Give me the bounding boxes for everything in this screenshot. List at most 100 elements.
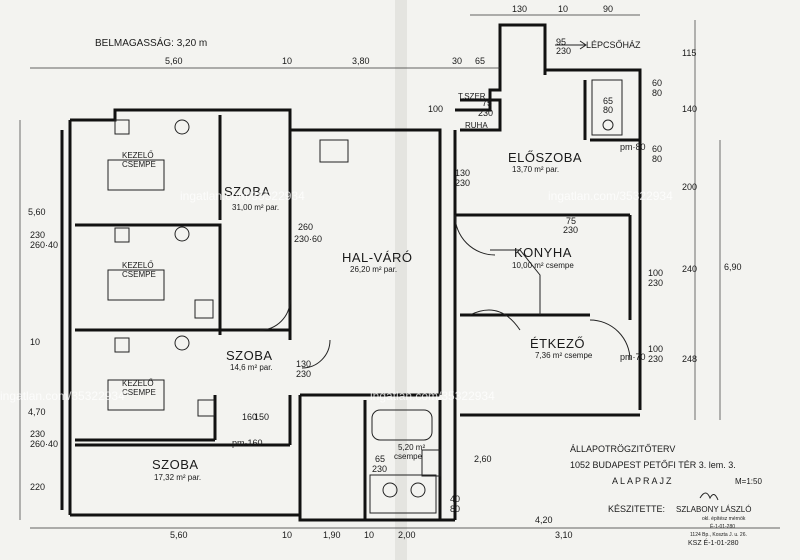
dim-bot-190: 1,90 bbox=[323, 530, 341, 540]
csempe-label-1: CSEMPE bbox=[122, 160, 156, 169]
room-name-etkezo: ÉTKEZŐ bbox=[530, 336, 585, 351]
room-area-etkezo: 7,36 m² csempe bbox=[535, 351, 593, 360]
dim-95: 95 bbox=[556, 37, 566, 47]
title-line-3: ALAPRAJZ bbox=[612, 476, 674, 486]
dim-65: 65 bbox=[603, 96, 613, 106]
dim-left-230b: 230 bbox=[30, 429, 45, 439]
csempe-label-2: CSEMPE bbox=[122, 270, 156, 279]
dim-60-a: 60 bbox=[652, 78, 662, 88]
dim-pm-80: pm·80 bbox=[620, 142, 646, 152]
dim-230-b: 230 bbox=[478, 108, 493, 118]
dim-100: 100 bbox=[428, 104, 443, 114]
room-name-konyha: KONYHA bbox=[514, 245, 572, 260]
dim-80-a: 80 bbox=[652, 88, 662, 98]
room-finish-furdo: csempe bbox=[394, 452, 423, 461]
dim-top-380: 3,80 bbox=[352, 56, 370, 66]
dim-left-260b: 260·40 bbox=[30, 439, 58, 449]
dimension-lines bbox=[19, 14, 780, 529]
room-area-szoba-2: 14,6 m² par. bbox=[230, 363, 273, 372]
room-ruha: RUHA bbox=[465, 121, 488, 130]
dim-230-g: 230 bbox=[296, 369, 311, 379]
room-name-szoba-2: SZOBA bbox=[226, 348, 273, 363]
bidet bbox=[410, 482, 426, 498]
watermark-2: ingatlan.com/35322934 bbox=[548, 189, 673, 203]
fixtures bbox=[107, 40, 631, 514]
kezelo-label-1: KEZELŐ bbox=[122, 151, 154, 160]
room-lepcsohaz: LÉPCSŐHÁZ bbox=[586, 40, 641, 50]
title-line-1: ÁLLAPOTRÖGZITŐTERV bbox=[570, 444, 675, 454]
title-reg-1: É-1-01-280 bbox=[710, 523, 735, 530]
dim-left-220: 220 bbox=[30, 482, 45, 492]
dim-top-90: 90 bbox=[603, 4, 613, 14]
dim-230-d: 230 bbox=[563, 225, 578, 235]
dim-top-65: 65 bbox=[475, 56, 485, 66]
dim-130-b: 130 bbox=[296, 359, 311, 369]
dim-230-h: 230 bbox=[372, 464, 387, 474]
dim-230-60: 230·60 bbox=[294, 234, 322, 244]
room-name-halvaro: HAL-VÁRÓ bbox=[342, 250, 412, 265]
title-block: ÁLLAPOTRÖGZITŐTERV 1052 BUDAPEST PETŐFI … bbox=[570, 444, 762, 547]
room-tszer: T.SZER bbox=[458, 92, 486, 101]
room-area-halvaro: 26,20 m² par. bbox=[350, 265, 397, 274]
dim-130-a: 130 bbox=[455, 168, 470, 178]
dim-bot-310: 3,10 bbox=[555, 530, 573, 540]
kezelo-label-2: KEZELŐ bbox=[122, 261, 154, 270]
dim-right-140: 140 bbox=[682, 104, 697, 114]
dim-60-b: 60 bbox=[652, 144, 662, 154]
watermark-4: ingatlan.com/35322934 bbox=[370, 389, 495, 403]
dim-80-c: 80 bbox=[603, 105, 613, 115]
dim-right-690: 6,90 bbox=[724, 262, 742, 272]
dim-160: 160 bbox=[242, 412, 257, 422]
watermark-3: ingatlan.com/35322934 bbox=[0, 389, 125, 403]
title-author-title: okl. építész mérnök bbox=[702, 516, 746, 522]
toilet bbox=[382, 482, 398, 498]
title-addr: 1124 Bp., Koszta J. u. 26. bbox=[690, 532, 747, 538]
dim-top-560: 5,60 bbox=[165, 56, 183, 66]
room-name-szoba-1: SZOBA bbox=[224, 184, 271, 199]
page-fold bbox=[395, 0, 407, 560]
dim-top-10: 10 bbox=[282, 56, 292, 66]
room-name-eloszoba: ELŐSZOBA bbox=[508, 150, 582, 165]
radiator-1 bbox=[107, 159, 165, 191]
dim-260-v: 2,60 bbox=[474, 454, 492, 464]
dim-40: 40 bbox=[450, 494, 460, 504]
dim-75-b: 75 bbox=[566, 216, 576, 226]
dim-top-30: 30 bbox=[452, 56, 462, 66]
dim-top-10b: 10 bbox=[558, 4, 568, 14]
dim-right-248: 248 bbox=[682, 354, 697, 364]
dim-right-240: 240 bbox=[682, 264, 697, 274]
room-area-konyha: 10,00 m² csempe bbox=[512, 261, 574, 270]
title-line-2: 1052 BUDAPEST PETŐFI TÉR 3. lem. 3. bbox=[570, 460, 736, 470]
dim-75-a: 75 bbox=[482, 98, 492, 108]
dim-pm-160: pm·160 bbox=[232, 438, 263, 448]
room-area-eloszoba: 13,70 m² par. bbox=[512, 165, 559, 174]
dim-bot-10: 10 bbox=[282, 530, 292, 540]
dim-bot-560: 5,60 bbox=[170, 530, 188, 540]
dim-230-a: 230 bbox=[556, 46, 571, 56]
dim-left-10: 10 bbox=[30, 337, 40, 347]
dim-80-d: 80 bbox=[450, 504, 460, 514]
title-reg-2: KSZ É-1-01-280 bbox=[688, 538, 739, 547]
dim-65-a: 65 bbox=[375, 454, 385, 464]
dim-bot-200: 2,00 bbox=[398, 530, 416, 540]
dim-230-e: 230 bbox=[648, 278, 663, 288]
dim-left-470: 4,70 bbox=[28, 407, 46, 417]
dim-left-260a: 260·40 bbox=[30, 240, 58, 250]
dim-right-115: 115 bbox=[682, 48, 696, 58]
room-area-szoba-1: 31,00 m² par. bbox=[232, 203, 279, 212]
title-author: SZLABONY LÁSZLÓ bbox=[676, 505, 751, 514]
radiator-2 bbox=[107, 269, 165, 301]
dim-bot-420: 4,20 bbox=[535, 515, 553, 525]
dim-right-200: 200 bbox=[682, 182, 697, 192]
room-name-szoba-3: SZOBA bbox=[152, 457, 199, 472]
dim-150: 150 bbox=[254, 412, 269, 422]
watermark-1: ingatlan.com/35322934 bbox=[180, 189, 305, 203]
dim-left-560: 5,60 bbox=[28, 207, 46, 217]
ceiling-height: BELMAGASSÁG: 3,20 m bbox=[95, 36, 207, 49]
csempe-label-3: CSEMPE bbox=[122, 388, 156, 397]
radiator-3 bbox=[107, 379, 165, 411]
dim-bot-10b: 10 bbox=[364, 530, 374, 540]
bathtub bbox=[371, 409, 433, 441]
